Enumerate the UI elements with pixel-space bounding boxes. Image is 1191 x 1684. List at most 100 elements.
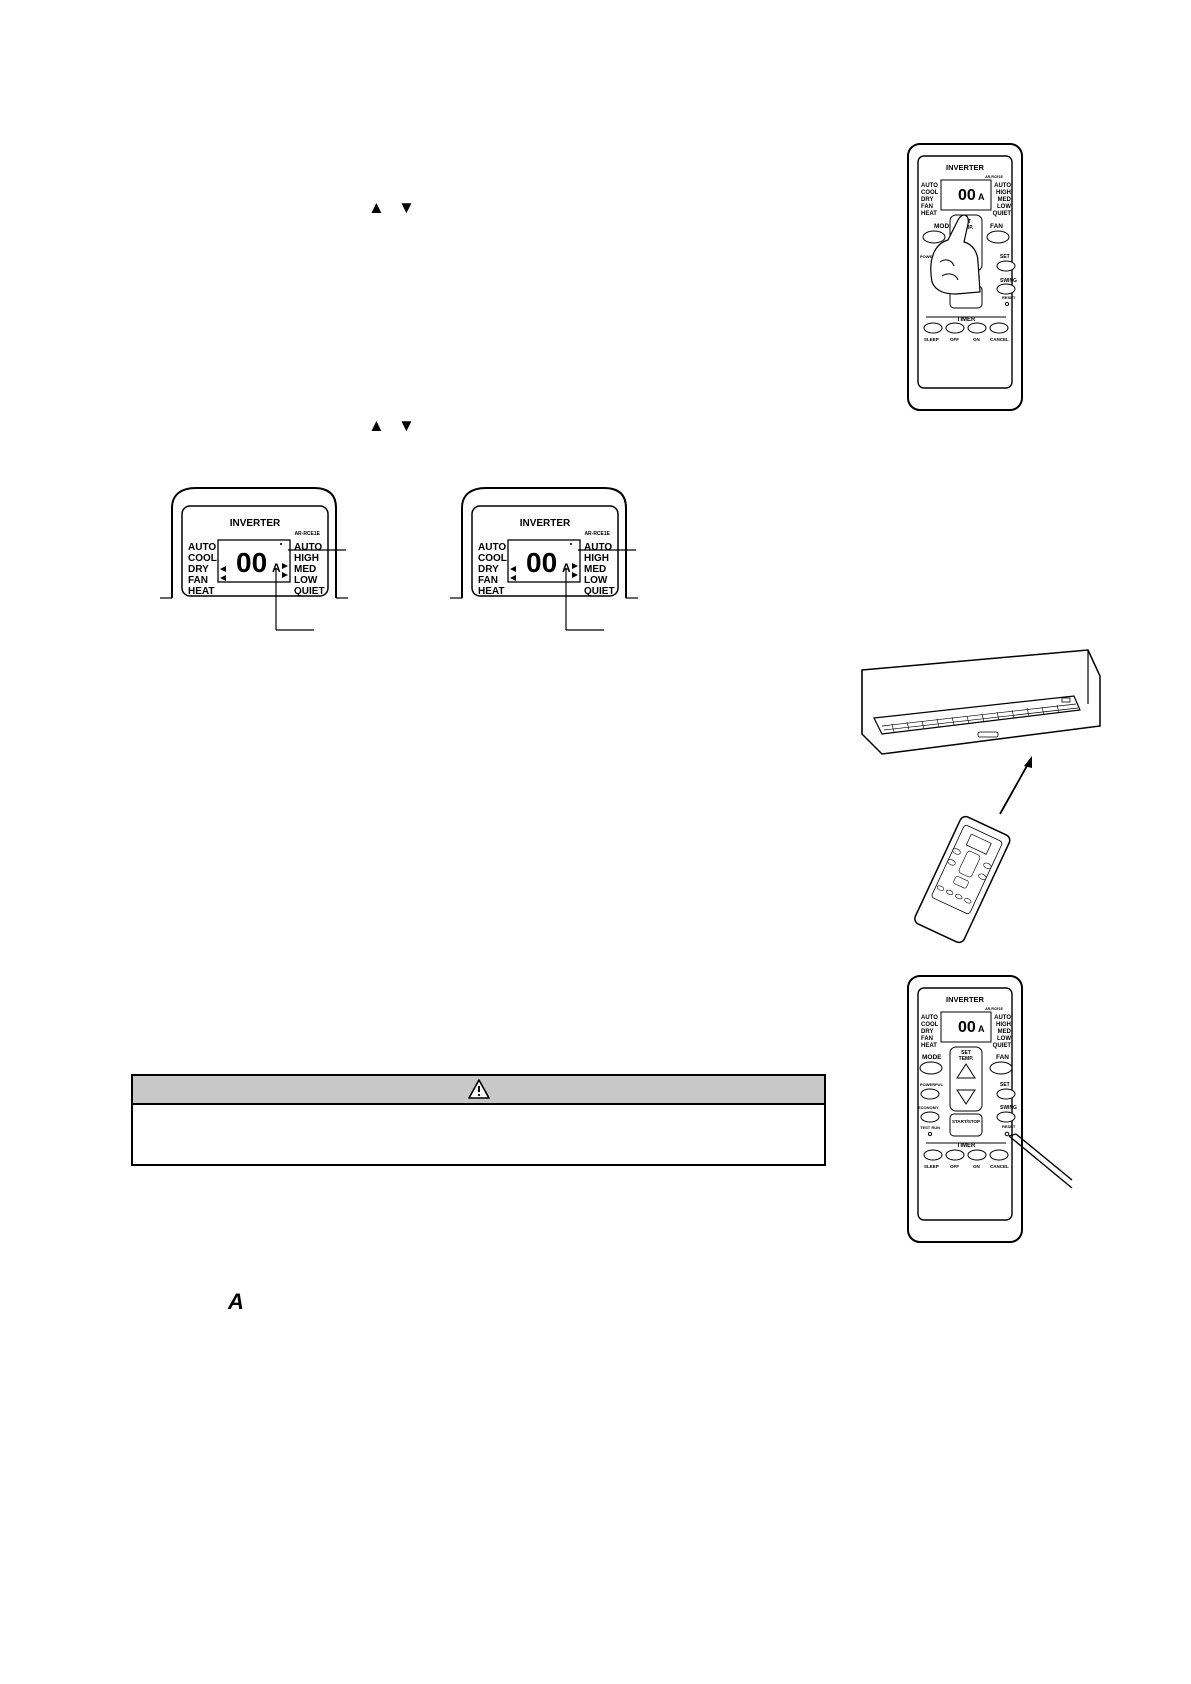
- svg-text:POWERFUL: POWERFUL: [920, 254, 943, 259]
- temp-up-button[interactable]: [956, 1063, 976, 1079]
- swing-button[interactable]: [996, 1111, 1016, 1123]
- svg-text:COOL: COOL: [921, 190, 939, 196]
- fan-button-label: FAN: [996, 1054, 1009, 1061]
- svg-text:A: A: [227, 1290, 243, 1312]
- svg-text:CANCEL: CANCEL: [990, 337, 1009, 342]
- mode-button[interactable]: [919, 1061, 943, 1075]
- svg-text:HIGH: HIGH: [294, 553, 319, 564]
- svg-text:LOW: LOW: [997, 1036, 1011, 1042]
- swing-button[interactable]: [996, 283, 1016, 295]
- svg-text:SLEEP: SLEEP: [924, 337, 939, 342]
- svg-text:TIMER: TIMER: [957, 1143, 976, 1149]
- svg-text:OFF: OFF: [950, 337, 959, 342]
- sleep-button[interactable]: [923, 322, 943, 334]
- svg-text:AUTO: AUTO: [994, 1015, 1011, 1021]
- brand-label: INVERTER: [520, 518, 571, 529]
- down-arrow-icon: ▼: [398, 416, 415, 435]
- temp-down-button[interactable]: [956, 1089, 976, 1105]
- svg-text:ON: ON: [973, 337, 980, 342]
- fan-button[interactable]: [989, 1061, 1013, 1075]
- lcd-digits: 00: [236, 547, 267, 578]
- on-timer-button[interactable]: [967, 322, 987, 334]
- segment-a-symbol: A: [227, 1290, 243, 1312]
- lcd-digits: 00: [526, 547, 557, 578]
- svg-text:AUTO: AUTO: [294, 542, 322, 553]
- signal-arrow: [999, 763, 1029, 815]
- lcd-suffix: A: [978, 192, 985, 202]
- model-label: AR-RCE1E: [584, 531, 610, 537]
- svg-text:LOW: LOW: [997, 204, 1011, 210]
- cancel-button[interactable]: [989, 322, 1009, 334]
- display-closeup-right: INVERTER AR-RCE1E AUTO COOL DRY FAN HEAT…: [450, 487, 638, 631]
- brand-label: INVERTER: [946, 163, 985, 172]
- svg-text:HEAT: HEAT: [921, 211, 937, 217]
- svg-text:START/STOP: START/STOP: [952, 1119, 980, 1124]
- svg-text:FAN: FAN: [921, 1036, 933, 1042]
- svg-text:LOW: LOW: [294, 575, 318, 586]
- svg-text:HIGH: HIGH: [584, 553, 609, 564]
- svg-text:DRY: DRY: [188, 564, 209, 575]
- svg-text:DRY: DRY: [921, 1029, 933, 1035]
- set-button[interactable]: [996, 260, 1016, 272]
- off-timer-button[interactable]: [945, 322, 965, 334]
- warning-box: [131, 1074, 826, 1166]
- remote-control-illustration: INVERTER AR-RCE1E AUTO COOL DRY FAN HEAT…: [907, 143, 1023, 411]
- svg-text:QUIET: QUIET: [294, 586, 325, 597]
- svg-text:ON: ON: [973, 1164, 980, 1169]
- lcd-digits: 00: [958, 1019, 976, 1036]
- lcd-suffix: A: [978, 1024, 985, 1034]
- svg-text:DRY: DRY: [921, 197, 933, 203]
- svg-text:AUTO: AUTO: [921, 1015, 938, 1021]
- down-arrow-icon: ▼: [398, 198, 415, 217]
- cancel-button[interactable]: [989, 1149, 1009, 1161]
- svg-text:MED: MED: [294, 564, 316, 575]
- svg-text:RESET: RESET: [1002, 1124, 1016, 1129]
- svg-text:HEAT: HEAT: [921, 1043, 937, 1049]
- remote-control-reset-illustration: INVERTER AR-RCE1E AUTO COOL DRY FAN HEAT…: [907, 975, 1073, 1243]
- svg-text:TEST RUN: TEST RUN: [920, 1125, 940, 1130]
- off-timer-button[interactable]: [945, 1149, 965, 1161]
- svg-text:COOL: COOL: [921, 1022, 939, 1028]
- reset-hole[interactable]: [1004, 1131, 1010, 1137]
- up-arrow-icon: ▲: [368, 198, 385, 217]
- economy-button[interactable]: [920, 1111, 940, 1123]
- svg-text:SWING: SWING: [1000, 278, 1017, 284]
- reset-hole[interactable]: [1004, 301, 1010, 307]
- svg-text:QUIET: QUIET: [584, 586, 615, 597]
- warning-triangle-icon: [467, 1079, 490, 1099]
- svg-text:FAN: FAN: [921, 204, 933, 210]
- display-closeup-left: INVERTER AR-RCE1E AUTO COOL DRY FAN HEAT…: [160, 487, 348, 631]
- svg-text:SET: SET: [1000, 254, 1010, 260]
- svg-text:SET: SET: [961, 1050, 971, 1056]
- svg-text:MED: MED: [584, 564, 606, 575]
- mode-button[interactable]: [922, 230, 946, 244]
- svg-text:LOW: LOW: [584, 575, 608, 586]
- svg-text:DRY: DRY: [478, 564, 499, 575]
- svg-text:CANCEL: CANCEL: [990, 1164, 1009, 1169]
- model-label: AR-RCE1E: [985, 175, 1004, 179]
- svg-text:FAN: FAN: [478, 575, 498, 586]
- pen-tip-icon: [1008, 1135, 1073, 1189]
- brand-label: INVERTER: [946, 995, 985, 1004]
- lcd-digits: 00: [958, 187, 976, 204]
- svg-text:SWING: SWING: [1000, 1105, 1017, 1111]
- svg-text:AUTO: AUTO: [994, 183, 1011, 189]
- svg-text:AUTO: AUTO: [921, 183, 938, 189]
- svg-text:TEMP.: TEMP.: [959, 1056, 974, 1062]
- sleep-button[interactable]: [923, 1149, 943, 1161]
- svg-text:COOL: COOL: [188, 553, 217, 564]
- on-timer-button[interactable]: [967, 1149, 987, 1161]
- mode-button-label: MODE: [934, 223, 954, 230]
- svg-text:TIMER: TIMER: [957, 317, 976, 323]
- svg-text:HIGH: HIGH: [996, 1022, 1011, 1028]
- svg-text:HIGH: HIGH: [996, 190, 1011, 196]
- svg-text:ECONOMY: ECONOMY: [918, 1105, 939, 1110]
- model-label: AR-RCE1E: [294, 531, 320, 537]
- fan-button-label: FAN: [990, 223, 1003, 230]
- fan-button[interactable]: [986, 230, 1010, 244]
- set-button[interactable]: [996, 1088, 1016, 1100]
- svg-text:AUTO: AUTO: [188, 542, 216, 553]
- powerful-button[interactable]: [920, 1088, 940, 1100]
- start-stop-button[interactable]: [949, 1113, 983, 1137]
- svg-text:SLEEP: SLEEP: [924, 1164, 939, 1169]
